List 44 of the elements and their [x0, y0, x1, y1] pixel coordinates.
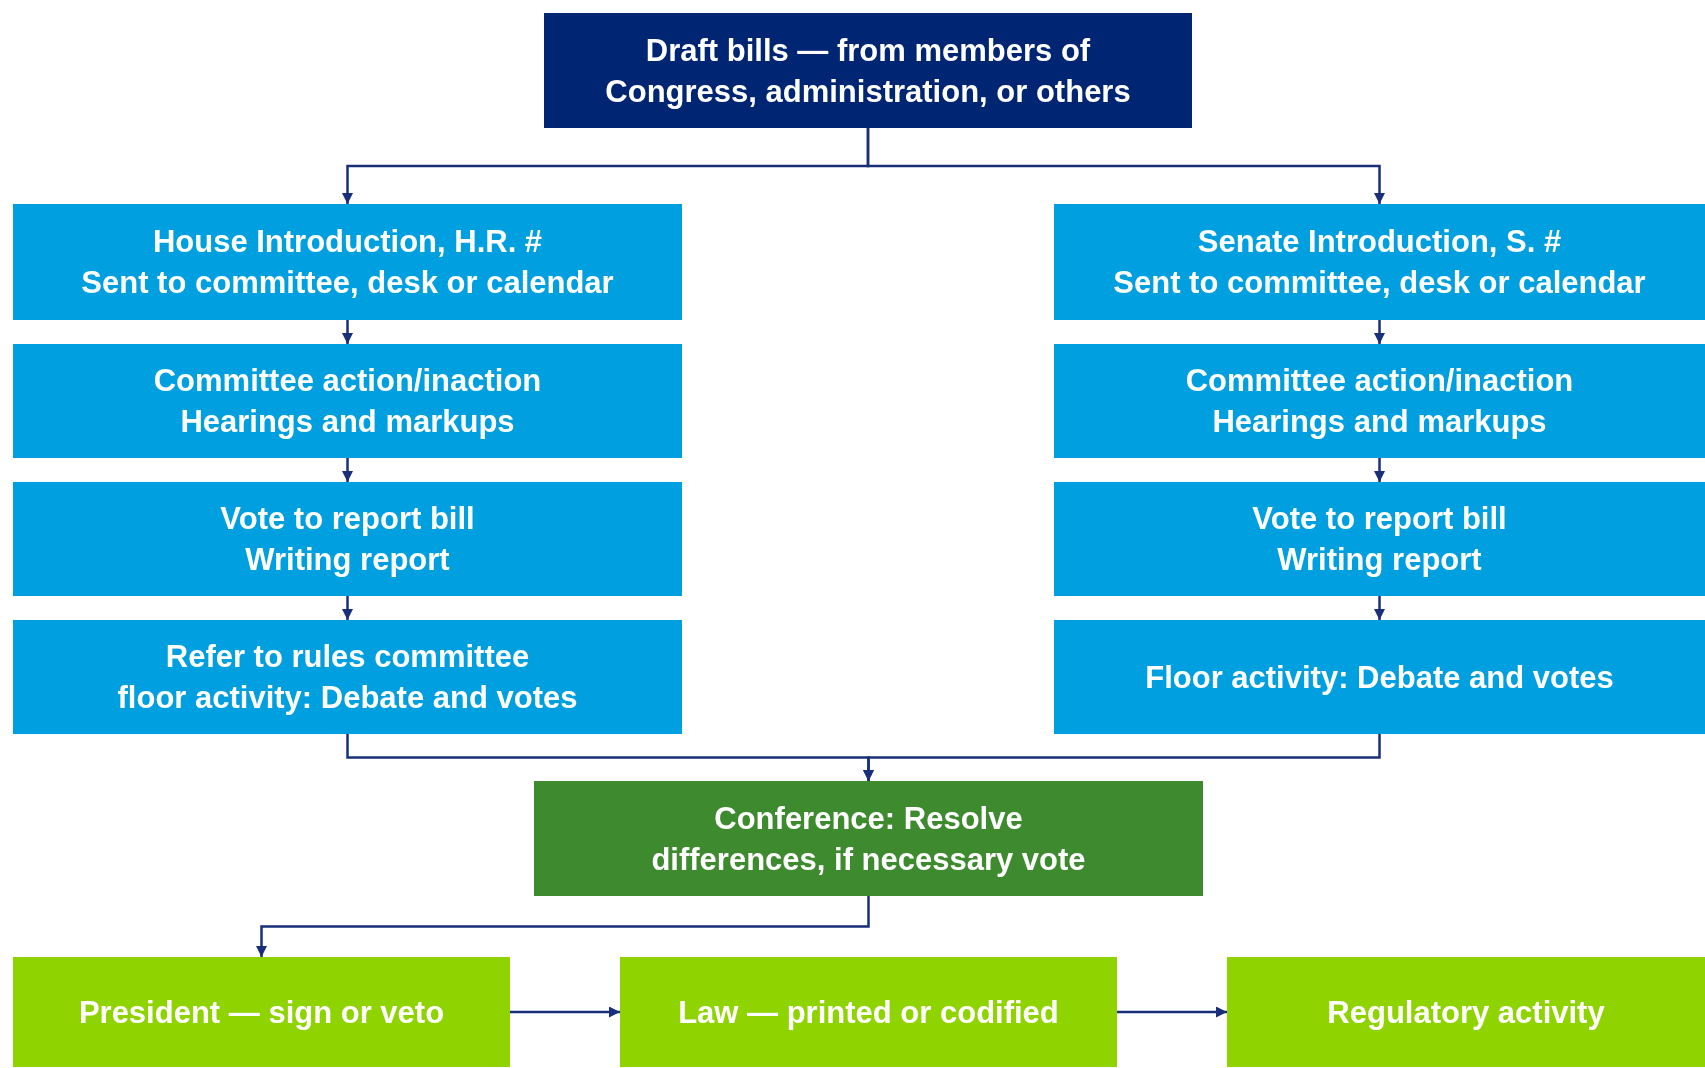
box-label: Refer to rules committee — [165, 638, 530, 676]
box-label: Committee action/inaction — [1185, 362, 1574, 400]
box-label: President — sign or veto — [78, 993, 445, 1032]
box-label: Hearings and markups — [1212, 403, 1547, 441]
connector-arrow — [1117, 1006, 1227, 1018]
box-label: Sent to committee, desk or calendar — [1113, 264, 1646, 302]
box-label: Writing report — [245, 541, 450, 579]
connector-arrow — [1374, 596, 1385, 620]
process-box — [13, 957, 510, 1067]
box-label: Hearings and markups — [180, 403, 515, 441]
connector-arrow — [866, 128, 1385, 204]
process-box — [13, 344, 682, 458]
box-label: Draft bills — from members of Congress, administration, or others — [604, 31, 1132, 111]
box-label: Floor activity: Debate and votes — [1145, 658, 1614, 697]
box-label: Vote to report bill — [220, 500, 475, 538]
process-box — [1054, 482, 1705, 596]
box-label: Law — printed or codified — [678, 993, 1059, 1032]
process-box — [1054, 204, 1705, 320]
connector-arrow — [342, 320, 353, 344]
connector-arrow — [1374, 458, 1385, 482]
connector-arrow — [1374, 320, 1385, 344]
process-box — [13, 482, 682, 596]
process-box — [1054, 344, 1705, 458]
box-label: floor activity: Debate and votes — [117, 679, 578, 717]
process-box — [1227, 957, 1705, 1067]
process-box — [1054, 620, 1705, 734]
box-label: Committee action/inaction — [153, 362, 542, 400]
box-label: Senate Introduction, S. # — [1197, 223, 1562, 261]
box-label: Vote to report bill — [1252, 500, 1507, 538]
connector-arrow — [256, 896, 870, 957]
process-box — [13, 204, 682, 320]
process-box — [13, 620, 682, 734]
process-box — [544, 13, 1192, 128]
box-label: House Introduction, H.R. # — [152, 223, 543, 261]
connector-arrow — [863, 734, 1381, 781]
connector-arrow — [510, 1006, 620, 1018]
connector-arrow — [342, 458, 353, 482]
connector-arrow — [342, 596, 353, 620]
box-label: Regulatory activity — [1327, 993, 1605, 1032]
process-box — [534, 781, 1203, 896]
process-box — [620, 957, 1117, 1067]
box-label: Sent to committee, desk or calendar — [81, 264, 614, 302]
box-label: Conference: Resolve differences, if necessary vote — [650, 799, 1087, 879]
box-label: Writing report — [1277, 541, 1482, 579]
